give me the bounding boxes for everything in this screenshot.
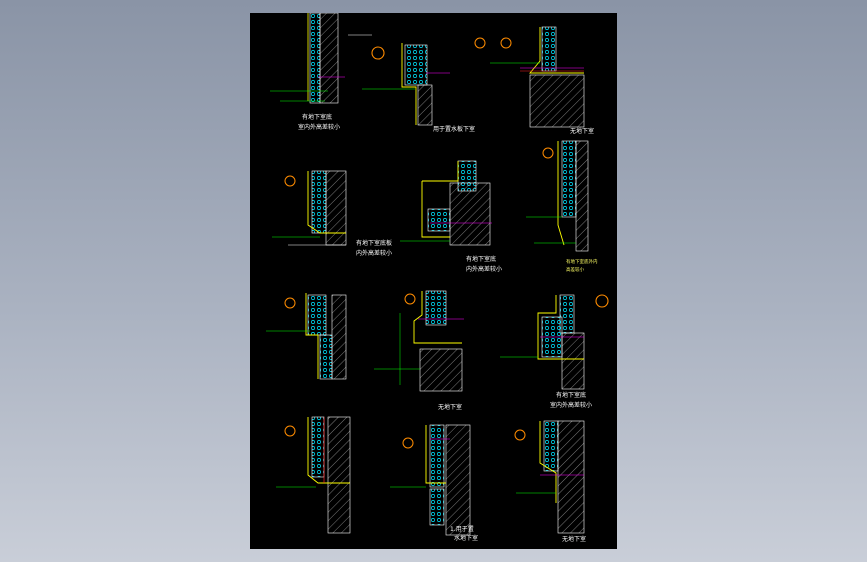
detail-caption: 1.用于置 <box>450 526 474 533</box>
detail-caption: 高差较小 <box>566 266 584 273</box>
detail-callout-icon[interactable] <box>371 46 385 60</box>
detail-6[interactable]: 有地下室底外内 高差较小 <box>526 140 598 273</box>
detail-caption: 有地下室底 <box>302 113 332 121</box>
detail-12[interactable]: 无地下室 <box>514 420 586 543</box>
detail-caption: 无地下室 <box>562 535 586 543</box>
drawing-sheet[interactable]: 有地下室底 室内外高差较小 用于置水板下室 <box>250 13 617 549</box>
detail-caption: 有地下室底 <box>556 391 586 399</box>
detail-7[interactable] <box>266 293 347 380</box>
detail-4[interactable]: 有地下室底板 内外高差较小 <box>272 170 392 257</box>
detail-2[interactable]: 用于置水板下室 <box>362 37 486 133</box>
insulation-layer <box>309 13 321 104</box>
detail-caption: 内外高差较小 <box>466 265 502 273</box>
detail-caption: 有地下室底板 <box>356 239 392 247</box>
detail-caption: 无地下室 <box>438 403 462 411</box>
detail-1[interactable]: 有地下室底 室内外高差较小 <box>270 13 385 131</box>
wall-section <box>319 13 339 104</box>
detail-caption: 有地下室底外内 <box>566 258 598 265</box>
detail-5[interactable]: 有地下室底 内外高差较小 <box>400 160 502 273</box>
drawing-canvas: 有地下室底 室内外高差较小 用于置水板下室 <box>266 13 609 543</box>
detail-caption: 水地下室 <box>454 534 478 542</box>
detail-caption: 室内外高差较小 <box>550 401 592 409</box>
detail-3[interactable]: 无地下室 <box>490 26 594 135</box>
detail-caption: 用于置水板下室 <box>433 125 475 133</box>
detail-10[interactable] <box>276 416 351 534</box>
detail-caption: 室内外高差较小 <box>298 123 340 131</box>
detail-caption: 无地下室 <box>570 127 594 135</box>
detail-9[interactable]: 有地下室底 室内外高差较小 <box>500 294 609 409</box>
detail-8[interactable]: 无地下室 <box>374 290 464 411</box>
detail-caption: 内外高差较小 <box>356 249 392 257</box>
detail-11[interactable]: 1.用于置 水地下室 <box>390 424 478 542</box>
detail-caption: 有地下室底 <box>466 255 496 263</box>
